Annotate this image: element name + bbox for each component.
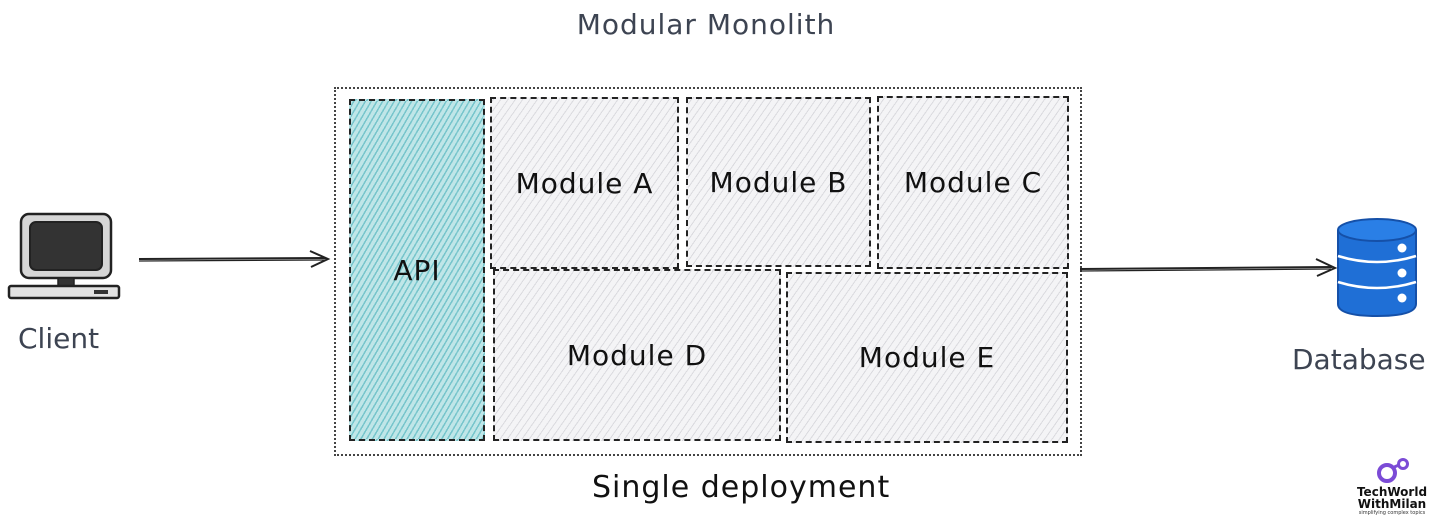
arrow-client-to-api <box>138 250 331 268</box>
api-box: API <box>349 99 485 441</box>
database-icon <box>1337 218 1417 318</box>
module-a-box: Module A <box>490 97 679 269</box>
api-label: API <box>393 253 441 287</box>
arrow-monolith-to-database <box>1079 258 1338 277</box>
module-b-label: Module B <box>709 165 848 199</box>
module-d-box: Module D <box>493 269 781 441</box>
deployment-caption: Single deployment <box>592 470 891 505</box>
module-e-box: Module E <box>786 272 1068 443</box>
module-c-box: Module C <box>877 96 1069 269</box>
logo-line2: WithMilan <box>1357 497 1427 511</box>
diagram-title: Modular Monolith <box>576 8 836 41</box>
module-e-label: Module E <box>858 341 996 374</box>
computer-icon <box>7 212 121 300</box>
techworld-logo: TechWorld WithMilan simplifying complex … <box>1352 458 1432 518</box>
logo-line1: TechWorld <box>1356 485 1428 499</box>
logo-mark-icon <box>1377 458 1409 483</box>
module-b-box: Module B <box>686 97 871 267</box>
module-c-label: Module C <box>903 166 1043 199</box>
monolith-container: API Module A Module B Module C Module D … <box>334 87 1082 456</box>
module-a-label: Module A <box>515 166 654 200</box>
logo-tagline: simplifying complex topics <box>1358 510 1426 516</box>
client-label: Client <box>18 322 100 355</box>
database-label: Database <box>1292 343 1426 376</box>
module-d-label: Module D <box>566 338 708 372</box>
